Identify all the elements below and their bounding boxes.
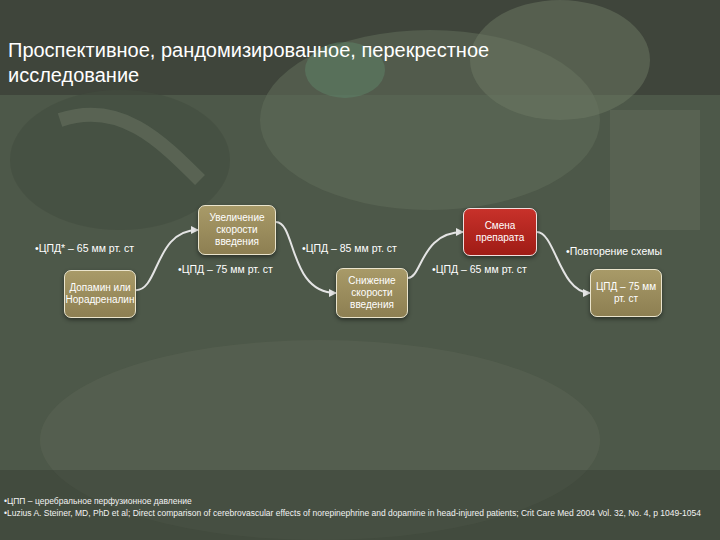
pressure-label: •ЦПД – 65 мм рт. ст [432,263,527,276]
pressure-label: •ЦПД* – 65 мм рт. ст [35,242,134,255]
bottom-shade [0,470,720,540]
process-box: Допамин или Норадреналин [64,270,136,318]
photo-blur [10,90,230,230]
step-label: •Повторение схемы [566,245,662,258]
reference: •Luzius A. Steiner, MD, PhD et al; Direc… [4,508,716,519]
monitor-shape [610,110,700,230]
process-box: Увеличение скорости введения [198,205,276,255]
flow-arrow [537,232,590,293]
box-text: Допамин или Норадреналин [66,282,135,306]
slide-title: Проспективное, рандомизированное, перекр… [8,38,623,88]
highlight-box: Смена препарата [463,208,537,256]
photo-blur [470,0,650,120]
box-text: Смена препарата [468,220,532,244]
flow-arrow [136,230,198,290]
box-text: Снижение скорости введения [341,275,403,311]
flow-arrow [276,222,336,293]
pressure-label: •ЦПД – 75 мм рт. ст [178,263,273,276]
tube-shape [60,115,200,180]
footnote: •ЦПП – церебральное перфузионное давлени… [4,496,192,507]
process-box: Снижение скорости введения [336,268,408,318]
pressure-label: •ЦПД – 85 мм рт. ст [302,242,397,255]
box-text: ЦПД – 75 мм рт. ст [595,281,657,305]
process-box: ЦПД – 75 мм рт. ст [590,269,662,317]
box-text: Увеличение скорости введения [203,212,271,248]
